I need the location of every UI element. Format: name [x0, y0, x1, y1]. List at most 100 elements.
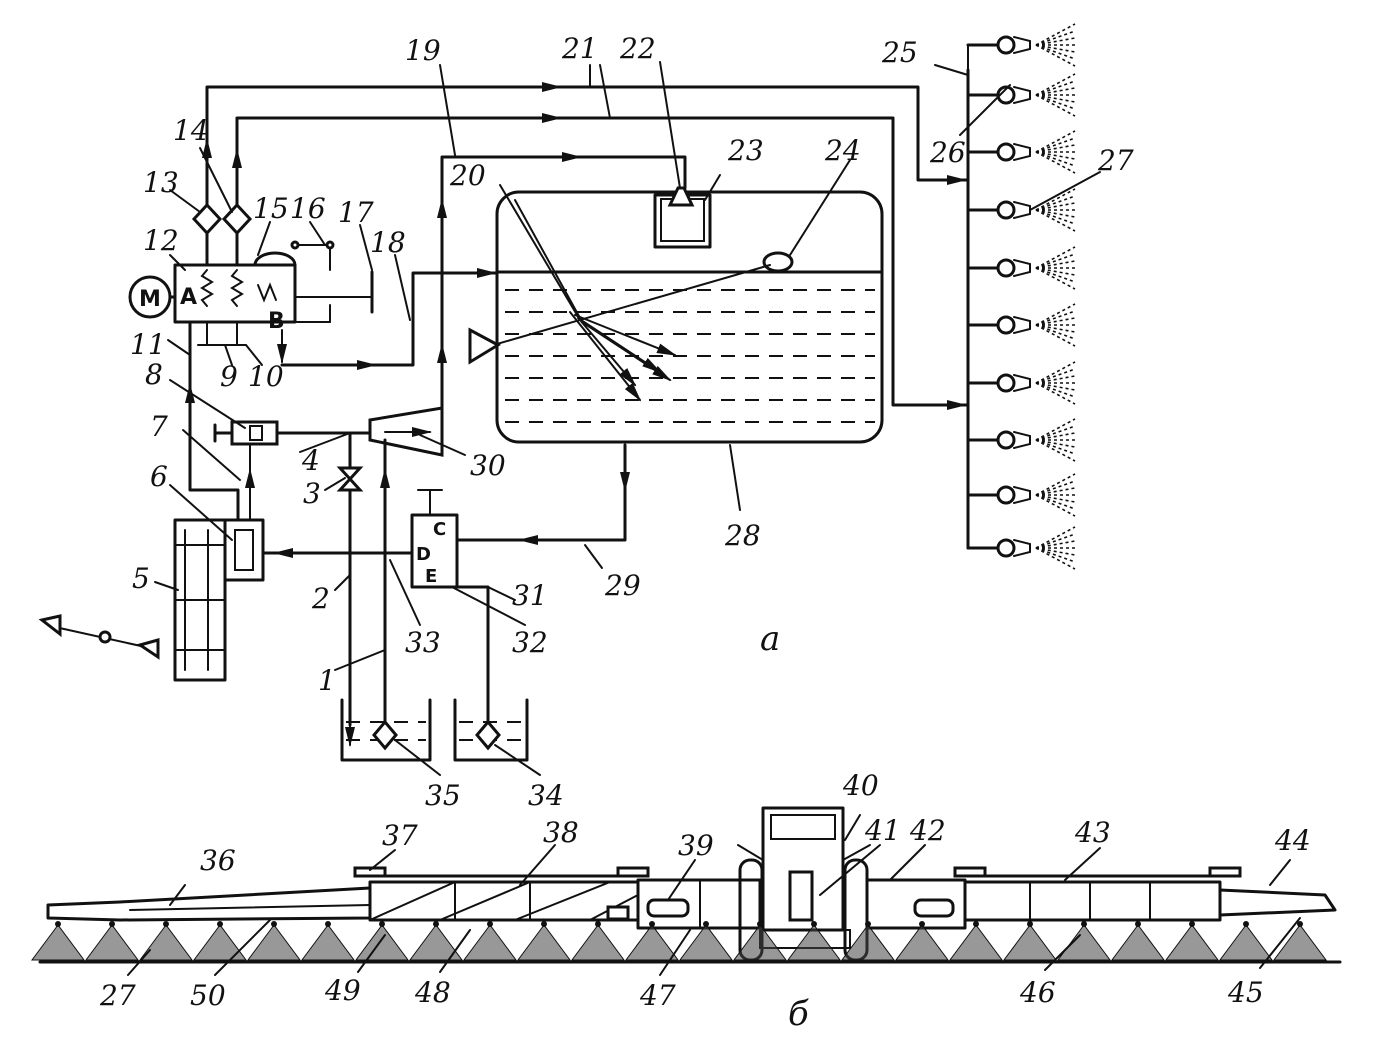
callout-35: 35: [425, 779, 461, 812]
boom-wing-left: [46, 886, 372, 922]
callout-41: 41: [864, 814, 901, 847]
spray-cone: [625, 921, 679, 961]
callout-26: 26: [929, 136, 966, 169]
callout-50: 50: [190, 979, 226, 1012]
distributor-c-label: C: [433, 519, 446, 540]
callout-14: 14: [173, 114, 209, 147]
valve-3-icon: [336, 466, 364, 492]
spray-cone: [895, 921, 949, 961]
boom-support-37: [353, 866, 387, 878]
spray-cone: [463, 921, 517, 961]
callout-22: 22: [619, 32, 656, 65]
callout-25: 25: [881, 36, 918, 69]
spray-cone: [85, 921, 139, 961]
callout-11: 11: [130, 328, 166, 361]
pump-section-b-label: B: [268, 309, 285, 334]
spray-cone: [1003, 921, 1057, 961]
motor-label: M: [139, 287, 161, 312]
spray-cone: [139, 921, 193, 961]
callout-39: 39: [678, 829, 714, 862]
filter-14-icon: [221, 202, 253, 236]
callout-30: 30: [470, 449, 506, 482]
pump-block: A B: [173, 240, 374, 346]
spray-cone: [733, 921, 787, 961]
callout-34: 34: [528, 779, 564, 812]
callout-numbers: 1 2 3 4 5 6 7 8 9 10 11 12 13 14 15 16 1…: [99, 32, 1311, 1012]
spray-boom-25: [966, 23, 1076, 570]
callout-3: 3: [303, 477, 321, 510]
spray-nozzle-icon: [966, 526, 1076, 570]
reservoir-35: [340, 698, 432, 762]
spray-nozzle-icon: [966, 246, 1076, 290]
spray-cone: [841, 921, 895, 961]
callout-5: 5: [132, 562, 150, 595]
pump-section-a-label: A: [180, 285, 197, 310]
spray-nozzle-icon: [966, 473, 1076, 517]
distributor-e-label: E: [425, 566, 437, 587]
bypass-line-18: [280, 271, 499, 367]
boom-wing-right: [1218, 888, 1337, 917]
caption-scheme-a: а: [760, 619, 780, 659]
callout-36: 36: [200, 844, 236, 877]
spray-cone: [193, 921, 247, 961]
callout-10: 10: [248, 360, 284, 393]
callout-4: 4: [301, 444, 320, 477]
callout-16: 16: [290, 192, 326, 225]
callout-38: 38: [543, 816, 579, 849]
callout-8: 8: [145, 358, 163, 391]
callout-42: 42: [909, 814, 946, 847]
spray-cone: [31, 921, 85, 961]
spray-cone: [1111, 921, 1165, 961]
callout-12: 12: [143, 224, 179, 257]
distributor-d-label: D: [416, 544, 431, 565]
callout-20: 20: [449, 159, 486, 192]
agitator-jets: [514, 199, 677, 402]
callout-48: 48: [414, 976, 451, 1009]
spray-cone: [571, 921, 625, 961]
spray-cone: [1057, 921, 1111, 961]
reservoir-34: [453, 698, 529, 762]
callout-44: 44: [1274, 824, 1311, 857]
leader-lines-b: [127, 814, 1301, 976]
callout-23: 23: [727, 134, 764, 167]
spray-nozzle-icon: [966, 23, 1076, 67]
callout-28: 28: [724, 519, 761, 552]
spray-cone: [355, 921, 409, 961]
callout-24: 24: [824, 134, 861, 167]
callout-27: 27: [1097, 144, 1134, 177]
filter-13-icon: [191, 202, 223, 236]
distributor-32: C D E: [410, 489, 459, 589]
spray-cone: [787, 921, 841, 961]
callout-1: 1: [318, 664, 336, 697]
callout-31: 31: [512, 579, 548, 612]
caption-scheme-b: б: [788, 994, 809, 1034]
line-31: [455, 585, 490, 727]
callout-6: 6: [150, 460, 168, 493]
callout-2: 2: [311, 582, 330, 615]
spray-cone: [679, 921, 733, 961]
callout-27-b: 27: [99, 979, 136, 1012]
callout-47: 47: [639, 979, 676, 1012]
spray-cone: [409, 921, 463, 961]
spray-cone: [1165, 921, 1219, 961]
spray-cone: [949, 921, 1003, 961]
callout-33: 33: [405, 626, 441, 659]
leader-lines-a: [154, 61, 1101, 776]
truss-right: [963, 880, 1222, 922]
scheme-b: [31, 806, 1342, 976]
main-tank: [468, 186, 884, 444]
callout-49: 49: [324, 974, 361, 1007]
callout-18: 18: [370, 226, 406, 259]
spray-cones: [31, 921, 1327, 961]
reducer-5: [38, 518, 265, 682]
callout-40: 40: [842, 769, 879, 802]
callout-45: 45: [1227, 976, 1264, 1009]
spray-cone: [517, 921, 571, 961]
callout-37: 37: [382, 819, 418, 852]
scheme-a: A B M: [38, 23, 1101, 776]
float-pivot-icon: [468, 327, 502, 365]
spray-cone: [301, 921, 355, 961]
tank-nozzle-22: [667, 186, 695, 207]
